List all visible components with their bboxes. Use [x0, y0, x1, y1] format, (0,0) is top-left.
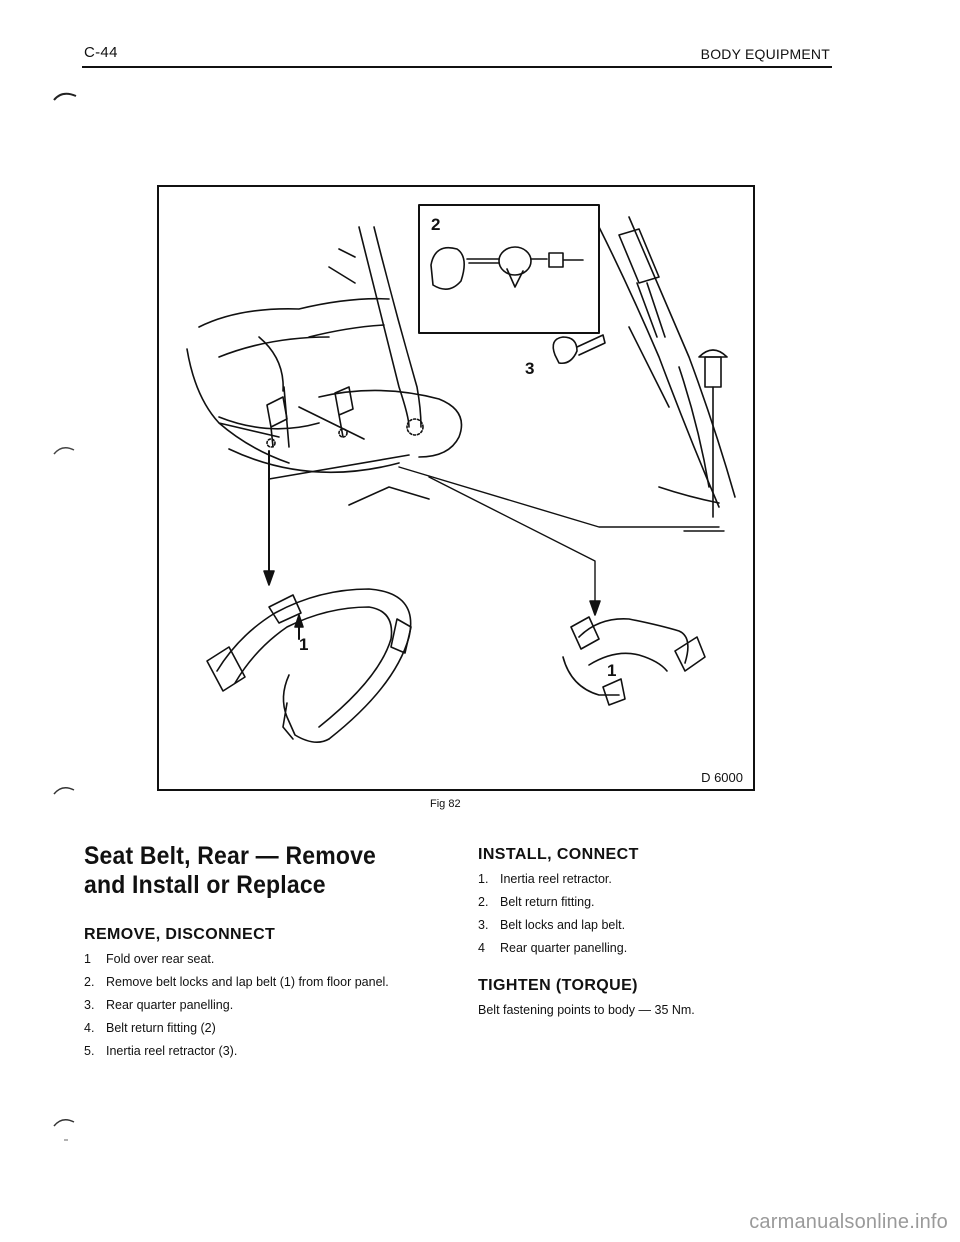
list-item: 2.Remove belt locks and lap belt (1) fro…: [84, 975, 389, 989]
section-title: BODY EQUIPMENT: [700, 46, 830, 62]
left-column: Seat Belt, Rear — Remove and Install or …: [84, 842, 424, 1066]
binding-mark: [53, 787, 75, 795]
binding-mark: [53, 1119, 75, 1141]
remove-heading: REMOVE, DISCONNECT: [84, 926, 276, 943]
diagram-artwork: [186, 204, 736, 743]
header-rule: [82, 66, 832, 68]
label-retractor: 3: [525, 359, 535, 378]
figure-code: D 6000: [701, 770, 743, 785]
list-item: 3.Belt locks and lap belt.: [478, 918, 626, 932]
tighten-text: Belt fastening points to body — 35 Nm.: [478, 1003, 695, 1017]
list-item: 4.Belt return fitting (2): [84, 1021, 216, 1035]
list-item: 1.Inertia reel retractor.: [478, 872, 612, 886]
seat-belt-diagram: 2 3 1 1 D 6000: [157, 185, 755, 791]
page-number: C-44: [84, 44, 118, 61]
label-lap-belt-right: 1: [607, 661, 617, 680]
list-item: 2.Belt return fitting.: [478, 895, 595, 909]
list-item: 5.Inertia reel retractor (3).: [84, 1044, 238, 1058]
label-return-fitting: 2: [431, 215, 441, 234]
procedure-title: Seat Belt, Rear — Remove and Install or …: [84, 842, 377, 899]
list-item: 3.Rear quarter panelling.: [84, 998, 234, 1012]
watermark: carmanualsonline.info: [749, 1211, 948, 1233]
tighten-heading: TIGHTEN (TORQUE): [478, 977, 638, 994]
right-column: INSTALL, CONNECT 1.Inertia reel retracto…: [478, 842, 818, 1018]
install-heading: INSTALL, CONNECT: [478, 846, 639, 863]
label-lap-belt-left: 1: [299, 635, 309, 654]
install-steps: 1.Inertia reel retractor. 2.Belt return …: [478, 871, 818, 956]
binding-mark: [53, 92, 77, 101]
binding-mark: [53, 447, 75, 455]
figure-caption: Fig 82: [430, 798, 461, 810]
